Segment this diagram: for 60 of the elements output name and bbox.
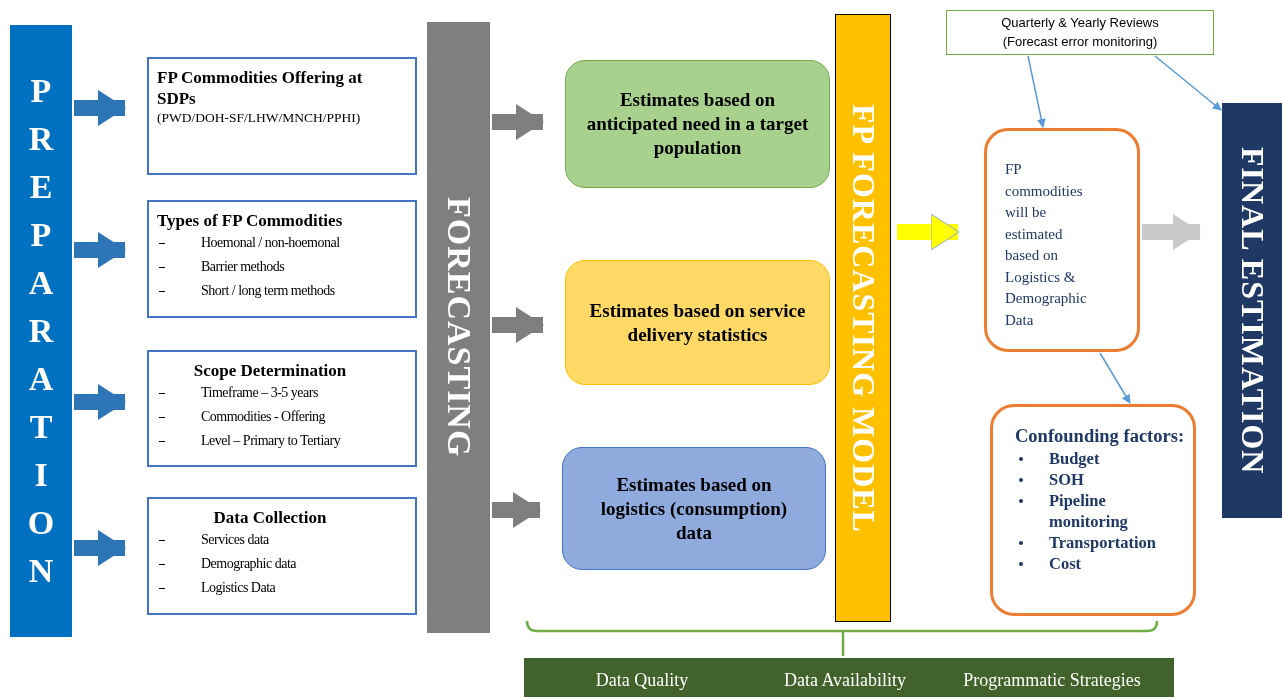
result-box — [984, 128, 1140, 352]
band-title: PREPARATION — [26, 71, 56, 591]
list-item: Demographic data — [157, 552, 407, 576]
arrow — [1099, 352, 1131, 404]
block-arrow — [1142, 214, 1201, 250]
block-arrow — [492, 104, 544, 140]
list-item: Hoemonal / non-hoemonal — [157, 231, 407, 255]
list-item: Commodities - Offering — [157, 405, 407, 429]
model-band — [835, 14, 891, 622]
box-heading: FP Commodities Offering at SDPs — [157, 67, 364, 109]
list-item: Services data — [157, 528, 407, 552]
step-box — [147, 57, 417, 175]
box-text: Estimates based on logistics (consumption) data — [599, 472, 789, 545]
block-arrow — [74, 530, 126, 566]
bar-label: Programmatic Strategies — [963, 670, 1141, 691]
block-arrow — [74, 384, 126, 420]
box-note: (PWD/DOH-SF/LHW/MNCH/PPHI) — [157, 109, 362, 127]
block-arrow — [492, 307, 544, 343]
section-band — [427, 22, 490, 633]
box-heading: Types of FP Commodities — [157, 210, 344, 231]
criteria-bar — [930, 658, 1174, 697]
block-arrow — [74, 232, 126, 268]
estimate-box — [562, 447, 826, 570]
estimate-box — [565, 260, 830, 385]
box-heading: Confounding factors: — [1015, 425, 1185, 448]
bar-label: Data Availability — [783, 670, 907, 691]
block-arrow — [492, 492, 541, 528]
list-item: Short / long term methods — [157, 279, 407, 303]
box-text: Estimates based on anticipated need in a target population — [586, 88, 809, 160]
list-item: Transportation — [1015, 532, 1185, 553]
list-item: Barrier methods — [157, 255, 407, 279]
review-text: Quarterly & Yearly Reviews (Forecast error monitoring) — [1000, 14, 1160, 51]
box-text: Estimates based on service delivery statistics — [588, 298, 807, 347]
band-title: FORECASTING — [439, 197, 478, 458]
factors-box — [990, 404, 1196, 616]
arrow — [1027, 55, 1046, 128]
box-text: FP commodities will be estimated based on Logistics & Demographic Data — [1005, 160, 1088, 330]
list-item: Level – Primary to Tertiary — [157, 429, 407, 453]
list-item: SOH — [1015, 469, 1185, 490]
criteria-bar — [524, 658, 760, 697]
section-band — [10, 25, 72, 637]
list-item: Cost — [1015, 553, 1185, 574]
box-heading: Data Collection — [212, 507, 328, 528]
list-item: Logistics Data — [157, 576, 407, 600]
list-item: Timeframe – 3-5 years — [157, 381, 407, 405]
band-title: FINAL ESTIMATION — [1233, 146, 1271, 475]
step-box — [147, 497, 417, 615]
block-arrow — [74, 90, 126, 126]
block-arrow — [897, 213, 960, 251]
estimate-box — [565, 60, 830, 188]
review-box — [946, 10, 1214, 55]
arrow — [1154, 55, 1222, 111]
band-title: FP FORECASTING MODEL — [844, 103, 882, 533]
step-box — [147, 200, 417, 318]
box-heading: Scope Determination — [192, 360, 348, 381]
list-item: Pipeline monitoring — [1015, 490, 1185, 532]
step-box — [147, 350, 417, 467]
bar-label: Data Quality — [595, 670, 689, 691]
section-band — [1222, 103, 1282, 518]
list-item: Budget — [1015, 448, 1185, 469]
